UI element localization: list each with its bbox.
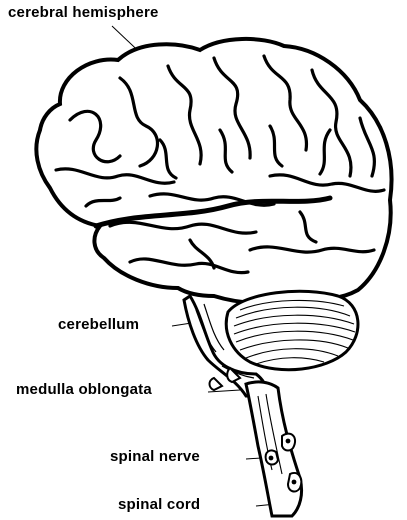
label-medulla-oblongata: medulla oblongata [16, 381, 152, 398]
label-spinal-cord: spinal cord [118, 496, 200, 513]
label-spinal-nerve: spinal nerve [110, 448, 200, 465]
cerebral-hemisphere-shape [36, 39, 391, 303]
label-cerebellum: cerebellum [58, 316, 139, 333]
cerebellum-shape [226, 291, 358, 369]
label-cerebral-hemisphere: cerebral hemisphere [8, 4, 159, 21]
